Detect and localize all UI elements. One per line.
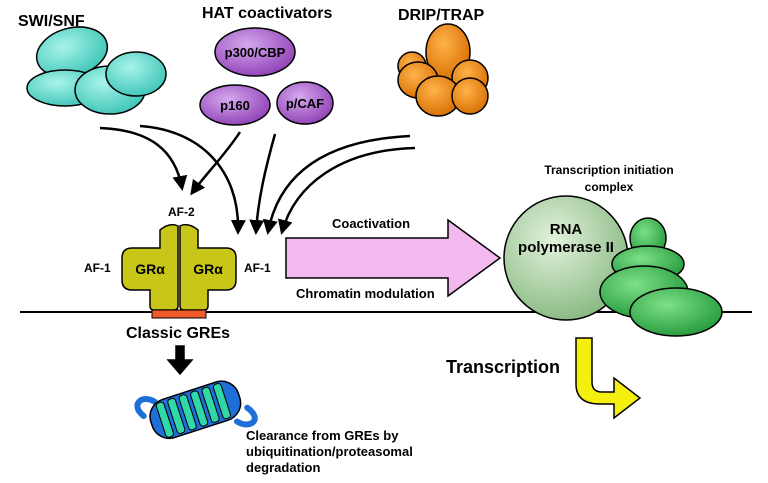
classic-gre-box: [151, 309, 207, 319]
hat-coactivators: [199, 27, 334, 126]
clearance-label-3: degradation: [246, 460, 320, 475]
transcription-initiation-label-1: Transcription initiation: [544, 163, 673, 177]
rna-pol-label-1: RNA: [550, 221, 583, 238]
gr-left-label: GRα: [135, 261, 165, 277]
recruitment-arrows: [99, 124, 416, 235]
clearance-label-2: ubiquitination/proteasomal: [246, 444, 413, 459]
p160-label: p160: [220, 98, 250, 113]
transcription-initiation-label-2: complex: [585, 180, 634, 194]
transcription-arrow: [575, 337, 642, 420]
swi-snf-label: SWI/SNF: [18, 13, 85, 30]
chromatin-modulation-label: Chromatin modulation: [296, 286, 435, 301]
af1-right-label: AF-1: [244, 261, 271, 275]
gr-monomer-right: [179, 223, 237, 311]
swi-snf-complex: [26, 26, 167, 115]
drip-trap-complex: [397, 23, 489, 117]
gr-right-label: GRα: [193, 261, 223, 277]
af1-left-label: AF-1: [84, 261, 111, 275]
drip-trap-label: DRIP/TRAP: [398, 7, 485, 24]
classic-gres-label: Classic GREs: [126, 325, 230, 342]
gr-dimer: [121, 223, 237, 311]
coactivation-label: Coactivation: [332, 216, 410, 231]
rna-pol-label-2: polymerase II: [518, 239, 614, 256]
transcription-label: Transcription: [446, 357, 560, 377]
initiation-subunits: [599, 217, 723, 337]
coactivation-arrow: [285, 218, 502, 298]
af2-label: AF-2: [168, 205, 195, 219]
proteasome: [134, 380, 258, 440]
pcaf-label: p/CAF: [286, 96, 324, 111]
degradation-arrow: [166, 345, 194, 376]
p160-ellipse: [199, 84, 271, 126]
clearance-label-1: Clearance from GREs by: [246, 428, 399, 443]
p300-cbp-label: p300/CBP: [225, 45, 286, 60]
gr-monomer-left: [121, 223, 179, 311]
hat-coactivators-label: HAT coactivators: [202, 5, 333, 22]
pcaf-ellipse: [276, 81, 334, 125]
p300-cbp-ellipse: [214, 27, 296, 77]
